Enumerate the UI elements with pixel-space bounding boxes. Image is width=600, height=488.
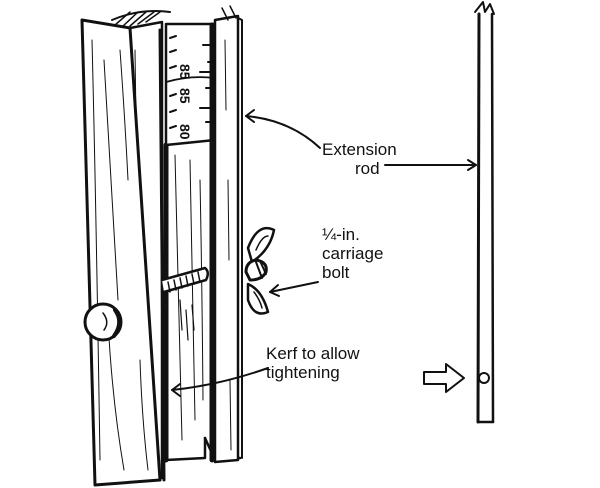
right-block — [209, 5, 243, 464]
wing-nut — [244, 226, 276, 315]
extension-rod-label-line1: Extension — [322, 140, 397, 159]
scale-number-2: 85 — [177, 88, 193, 104]
carriage-bolt — [160, 266, 209, 294]
carriage-bolt-label-line3: bolt — [322, 263, 350, 282]
carriage-bolt-label-line2: carriage — [322, 244, 384, 263]
leader-lines — [171, 109, 477, 397]
kerf-label: Kerf to allow tightening — [266, 344, 360, 382]
left-block — [80, 10, 171, 487]
carriage-bolt-label: ¼-in. carriage bolt — [322, 225, 383, 282]
right-arrow-icon — [423, 363, 465, 393]
extension-rod — [474, 1, 495, 424]
extension-rod-label-line2: rod — [355, 159, 380, 178]
knob — [83, 302, 123, 342]
extension-rod-label: Extension rod — [322, 140, 397, 178]
scale-number-1: 85 — [177, 64, 193, 80]
scale-number-3: 80 — [177, 124, 193, 140]
carriage-bolt-label-line1: ¼-in. — [322, 225, 360, 244]
kerf-label-line1: Kerf to allow — [266, 344, 360, 363]
kerf-label-line2: tightening — [266, 363, 340, 382]
